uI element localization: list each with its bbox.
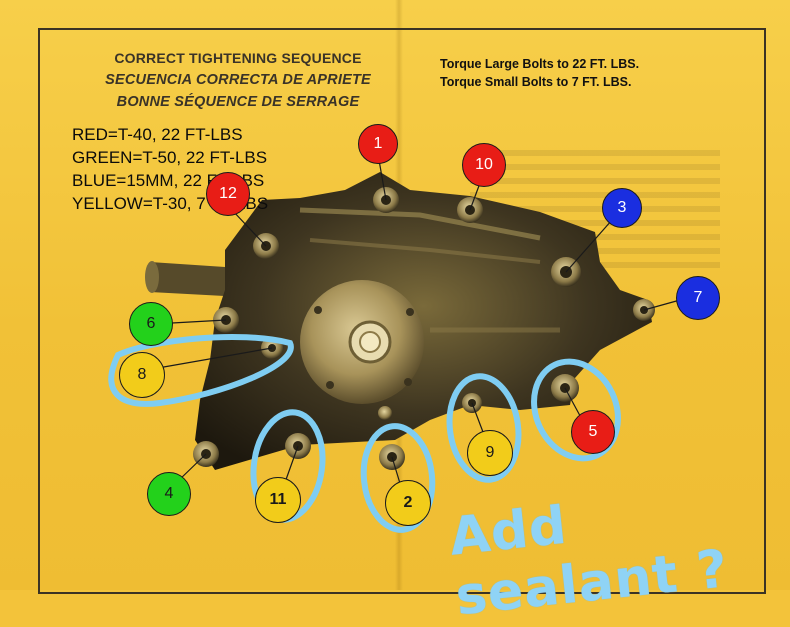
heading-french: BONNE SÉQUENCE DE SERRAGE xyxy=(116,94,360,110)
hub-hole xyxy=(326,381,334,389)
legend-green: GREEN=T-50, 22 FT-LBS xyxy=(72,148,268,167)
heading-english: CORRECT TIGHTENING SEQUENCE xyxy=(114,50,362,66)
hub-hole xyxy=(406,308,414,316)
bolt-badge-11: 11 xyxy=(255,477,301,523)
hub-hole xyxy=(314,306,322,314)
bolt-badge-6: 6 xyxy=(129,302,173,346)
pump-rib xyxy=(299,207,541,241)
bolt-badge-9: 9 xyxy=(467,430,513,476)
bolt-badge-3: 3 xyxy=(602,188,642,228)
sealant-circle-5 xyxy=(531,358,621,462)
sealant-circle-8 xyxy=(108,334,294,407)
bolt-badge-5: 5 xyxy=(571,410,615,454)
sealant-circle-9 xyxy=(446,373,522,483)
torque-small-bolts: Torque Small Bolts to 7 FT. LBS. xyxy=(440,75,632,89)
bolt-badge-2: 2 xyxy=(385,480,431,526)
legend-red: RED=T-40, 22 FT-LBS xyxy=(72,125,243,144)
pump-rib xyxy=(309,238,541,264)
torque-large-bolts: Torque Large Bolts to 22 FT. LBS. xyxy=(440,57,640,71)
inlet-tube-end xyxy=(145,261,159,293)
bolt-badge-1: 1 xyxy=(358,124,398,164)
bolt-badge-7: 7 xyxy=(676,276,720,320)
sealant-circle-2 xyxy=(360,423,436,533)
hub-hole xyxy=(404,378,412,386)
pump-shaft xyxy=(359,331,381,353)
sealant-marks xyxy=(108,334,621,533)
bolt-badge-8: 8 xyxy=(119,352,165,398)
bolt-badge-10: 10 xyxy=(462,143,506,187)
water-pump-illustration xyxy=(145,172,655,470)
heading-spanish: SECUENCIA CORRECTA DE APRIETE xyxy=(105,72,371,88)
pump-body xyxy=(195,172,652,470)
bolt-badge-12: 12 xyxy=(206,172,250,216)
bolt-badge-4: 4 xyxy=(147,472,191,516)
